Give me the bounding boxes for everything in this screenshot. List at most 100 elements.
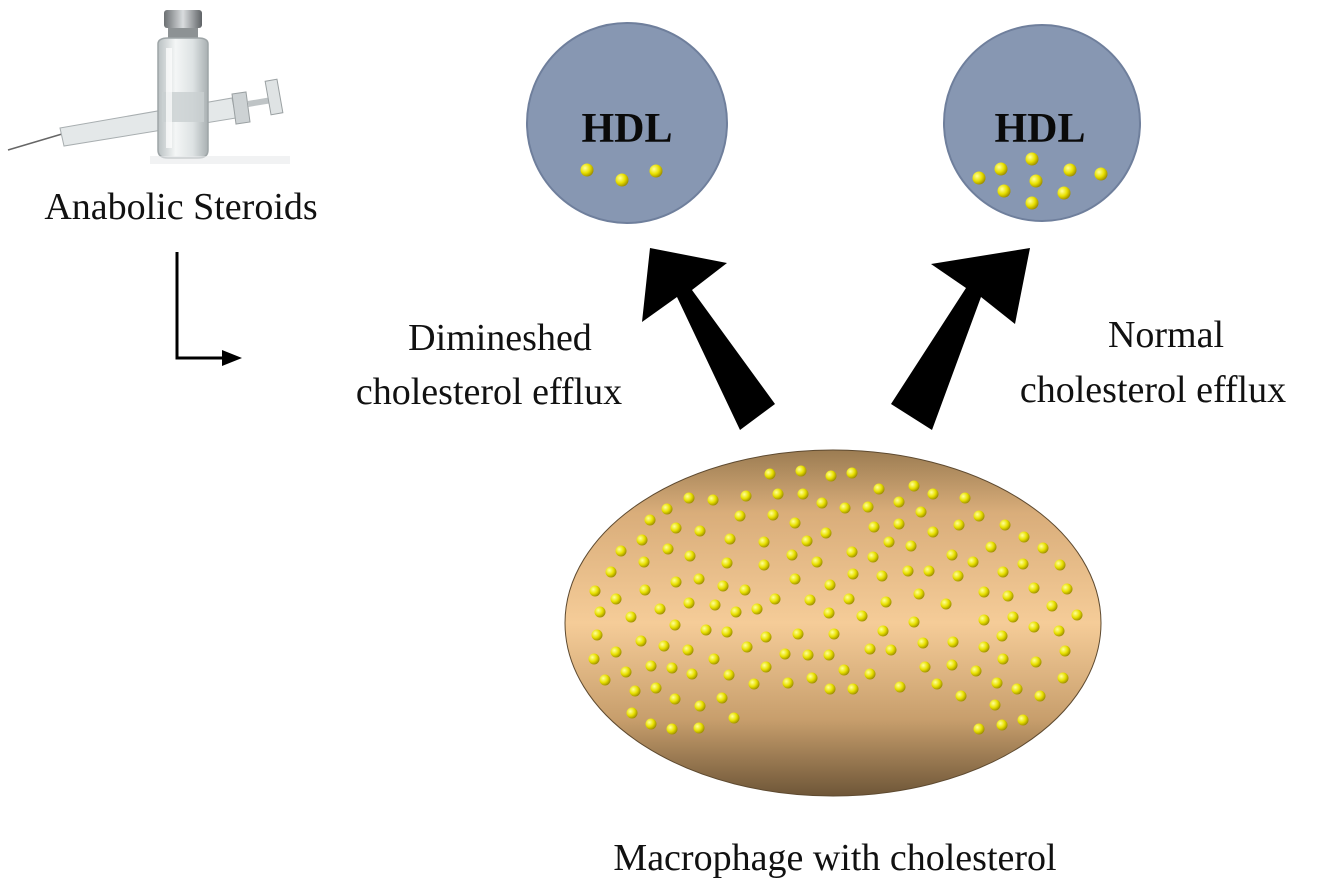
- normal-label-line1: Normal: [1108, 314, 1224, 356]
- cholesterol-droplet: [972, 171, 986, 185]
- cholesterol-droplet: [919, 661, 931, 673]
- cholesterol-droplet: [721, 626, 733, 638]
- cholesterol-droplet: [693, 722, 705, 734]
- cholesterol-droplet: [615, 545, 627, 557]
- cholesterol-droplet: [599, 674, 611, 686]
- syringe-icon: [7, 78, 284, 151]
- cholesterol-droplet: [767, 509, 779, 521]
- cholesterol-droplet: [923, 565, 935, 577]
- cholesterol-droplet: [1002, 590, 1014, 602]
- diminished-label-line1: Dimineshed: [408, 317, 592, 359]
- cholesterol-droplet: [823, 607, 835, 619]
- cholesterol-droplet: [843, 593, 855, 605]
- cholesterol-droplet: [801, 535, 813, 547]
- cholesterol-droplet: [650, 682, 662, 694]
- cholesterol-droplet: [978, 641, 990, 653]
- cholesterol-droplet: [644, 514, 656, 526]
- cholesterol-droplet: [811, 556, 823, 568]
- cholesterol-droplet: [723, 669, 735, 681]
- cholesterol-droplet: [864, 643, 876, 655]
- cholesterol-droplet: [908, 480, 920, 492]
- cholesterol-droplet: [683, 492, 695, 504]
- cholesterol-droplet: [868, 521, 880, 533]
- cholesterol-droplet: [883, 536, 895, 548]
- cholesterol-droplet: [700, 624, 712, 636]
- cholesterol-droplet: [741, 641, 753, 653]
- cholesterol-droplet: [734, 510, 746, 522]
- cholesterol-droplet: [795, 465, 807, 477]
- cholesterol-droplet: [591, 629, 603, 641]
- cholesterol-droplet: [1011, 683, 1023, 695]
- cholesterol-droplet: [880, 596, 892, 608]
- cholesterol-droplet: [1017, 558, 1029, 570]
- cholesterol-droplet: [683, 597, 695, 609]
- cholesterol-droplet: [973, 510, 985, 522]
- cholesterol-droplet: [823, 649, 835, 661]
- cholesterol-droplet: [1025, 152, 1039, 166]
- cholesterol-droplet: [789, 517, 801, 529]
- cholesterol-droplet: [610, 646, 622, 658]
- efflux-arrow-left: [642, 248, 775, 430]
- cholesterol-droplet: [636, 534, 648, 546]
- cholesterol-droplet: [670, 576, 682, 588]
- cholesterol-droplet: [682, 644, 694, 656]
- cholesterol-droplet: [764, 468, 776, 480]
- elbow-arrow-icon: [175, 252, 242, 366]
- cholesterol-droplet: [580, 163, 594, 177]
- cholesterol-droplet: [1025, 196, 1039, 210]
- cholesterol-droplet: [970, 665, 982, 677]
- cholesterol-droplet: [1053, 625, 1065, 637]
- cholesterol-droplet: [1037, 542, 1049, 554]
- cholesterol-droplet: [645, 718, 657, 730]
- cholesterol-droplet: [645, 660, 657, 672]
- cholesterol-droplet: [973, 723, 985, 735]
- cholesterol-droplet: [717, 580, 729, 592]
- cholesterol-droplet: [873, 483, 885, 495]
- cholesterol-droplet: [716, 692, 728, 704]
- cholesterol-droplet: [661, 503, 673, 515]
- cholesterol-droplet: [1061, 583, 1073, 595]
- cholesterol-droplet: [658, 640, 670, 652]
- cholesterol-droplet: [985, 541, 997, 553]
- vial-icon: [157, 10, 209, 159]
- cholesterol-droplet: [1071, 609, 1083, 621]
- hdl-left: HDL: [526, 22, 728, 224]
- cholesterol-droplet: [877, 625, 889, 637]
- cholesterol-droplet: [707, 494, 719, 506]
- cholesterol-droplet: [666, 662, 678, 674]
- cholesterol-droplet: [748, 678, 760, 690]
- cholesterol-droplet: [838, 664, 850, 676]
- cholesterol-droplet: [666, 723, 678, 735]
- cholesterol-droplet: [589, 585, 601, 597]
- steroid-illustration: [7, 10, 290, 164]
- cholesterol-droplet: [789, 573, 801, 585]
- cholesterol-droplet: [946, 659, 958, 671]
- cholesterol-droplet: [989, 699, 1001, 711]
- cholesterol-droplet: [824, 683, 836, 695]
- cholesterol-droplet: [1018, 531, 1030, 543]
- cholesterol-droplet: [893, 496, 905, 508]
- cholesterol-droplet: [751, 603, 763, 615]
- cholesterol-droplet: [635, 635, 647, 647]
- cholesterol-droplet: [758, 536, 770, 548]
- cholesterol-droplet: [610, 593, 622, 605]
- cholesterol-droplet: [905, 540, 917, 552]
- cholesterol-droplet: [996, 630, 1008, 642]
- cholesterol-droplet: [797, 488, 809, 500]
- cholesterol-droplet: [991, 677, 1003, 689]
- cholesterol-droplet: [1057, 672, 1069, 684]
- cholesterol-droplet: [828, 628, 840, 640]
- cholesterol-droplet: [669, 619, 681, 631]
- cholesterol-droplet: [846, 467, 858, 479]
- hdl-left-label: HDL: [581, 106, 672, 152]
- cholesterol-droplet: [959, 492, 971, 504]
- macrophage-cholesterol: [588, 465, 1083, 735]
- hdl-right-cholesterol: [972, 152, 1108, 210]
- cholesterol-droplet: [955, 690, 967, 702]
- cholesterol-droplet: [708, 653, 720, 665]
- cholesterol-droplet: [605, 566, 617, 578]
- macrophage-label: Macrophage with cholesterol: [613, 837, 1056, 879]
- cholesterol-droplet: [626, 707, 638, 719]
- cholesterol-droplet: [839, 502, 851, 514]
- cholesterol-droplet: [654, 603, 666, 615]
